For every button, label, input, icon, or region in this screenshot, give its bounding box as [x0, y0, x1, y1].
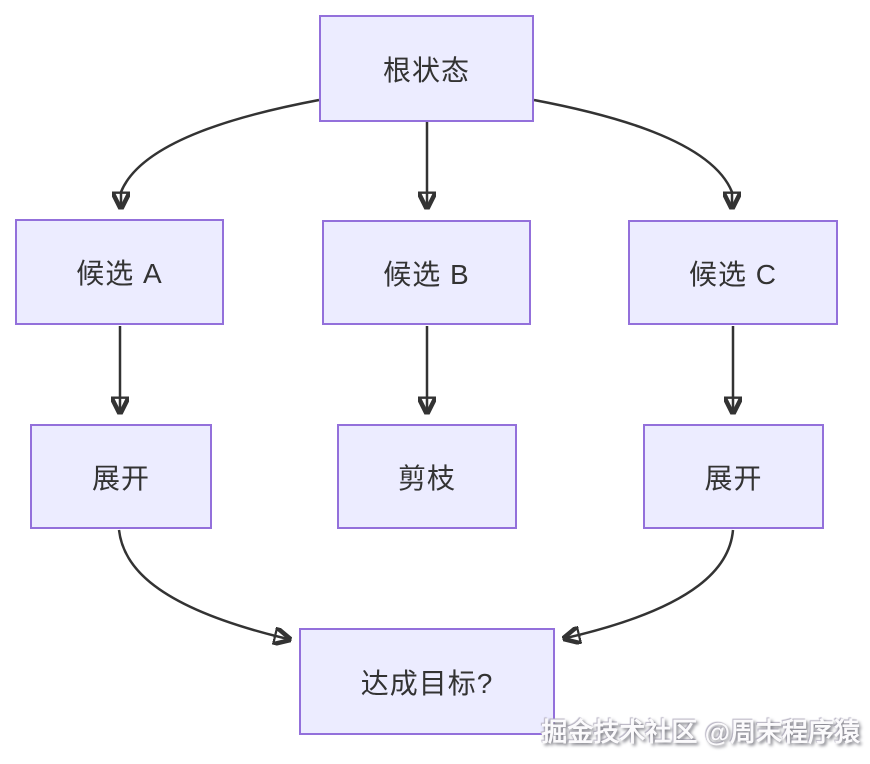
node-expand-c-label: 展开 — [704, 462, 763, 494]
node-goal-label: 达成目标? — [360, 667, 494, 699]
edge-expand-c-to-goal — [566, 529, 735, 638]
node-candidate-a-label: 候选 A — [76, 258, 163, 289]
node-expand-a-label: 展开 — [91, 462, 150, 494]
node-root-label: 根状态 — [382, 54, 470, 86]
node-root: 根状态 — [319, 15, 534, 122]
watermark: 掘金技术社区 @周末程序猿 — [541, 717, 860, 747]
node-prune-b: 剪枝 — [337, 424, 517, 529]
node-prune-b-label: 剪枝 — [397, 462, 456, 494]
node-candidate-a: 候选 A — [15, 219, 224, 325]
node-goal: 达成目标? — [299, 628, 555, 735]
edge-root-to-candidate-c — [533, 98, 732, 206]
edge-root-to-candidate-a — [121, 98, 320, 206]
node-candidate-b: 候选 B — [322, 220, 531, 325]
node-candidate-b-label: 候选 B — [383, 258, 470, 290]
node-candidate-c-label: 候选 C — [688, 258, 777, 290]
node-expand-c: 展开 — [643, 424, 824, 529]
node-expand-a: 展开 — [30, 424, 212, 529]
node-candidate-c: 候选 C — [628, 220, 838, 325]
edge-expand-a-to-goal — [117, 529, 288, 639]
